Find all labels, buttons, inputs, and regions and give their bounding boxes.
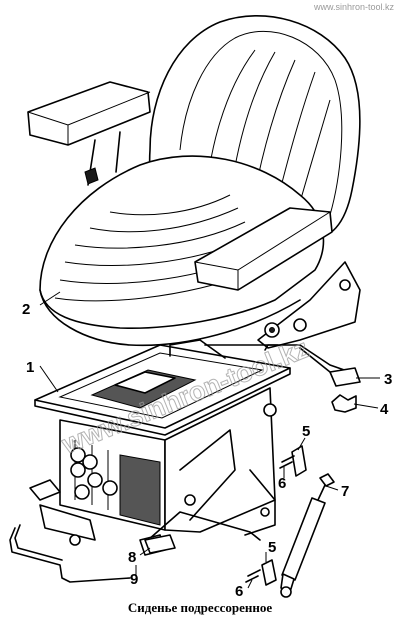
callout-5b: 5 [268, 539, 276, 556]
callout-3: 3 [384, 371, 392, 388]
part-shock-absorber [280, 473, 335, 598]
part-wing-nut [331, 394, 357, 413]
callout-2: 2 [22, 301, 30, 318]
top-plate [34, 339, 351, 436]
callout-6a: 6 [278, 475, 286, 492]
callout-5a: 5 [302, 423, 310, 440]
callout-4: 4 [380, 401, 389, 418]
armrest-right [194, 207, 333, 291]
leader-lines [39, 291, 380, 589]
suspension-mechanism [59, 387, 277, 536]
part-plate [299, 347, 361, 387]
callout-8: 8 [128, 549, 136, 566]
callout-7: 7 [341, 483, 349, 500]
seat-bracket-right [257, 261, 361, 351]
part-pin-lower [245, 559, 277, 586]
callout-9: 9 [130, 571, 138, 588]
callout-6b: 6 [235, 583, 243, 600]
watermark-top: www.sinhron-tool.kz [313, 2, 394, 12]
callout-1: 1 [26, 359, 34, 376]
figure-caption: Сиденье подрессоренное [127, 600, 273, 615]
adjustment-lever [9, 479, 131, 583]
armrest-left [27, 81, 151, 186]
seat-cushion [39, 155, 325, 347]
